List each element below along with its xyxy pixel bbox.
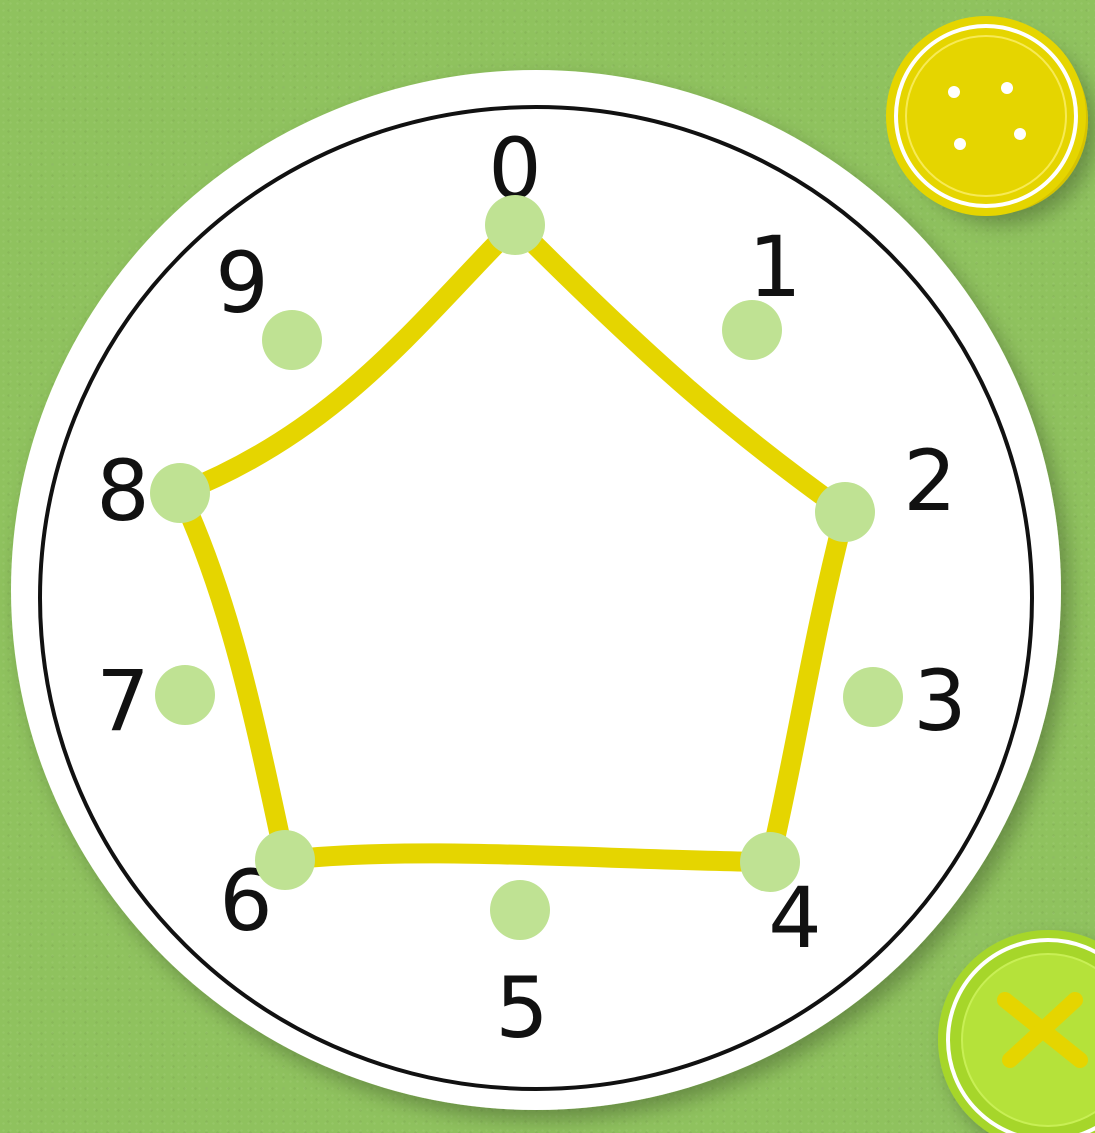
close-button[interactable] <box>938 930 1095 1133</box>
number-label-8: 8 <box>96 442 149 540</box>
peg-3[interactable] <box>843 667 903 727</box>
number-label-9: 9 <box>215 234 268 332</box>
peg-1[interactable] <box>722 300 782 360</box>
number-label-5: 5 <box>495 959 548 1057</box>
number-label-3: 3 <box>913 652 966 750</box>
peg-5[interactable] <box>490 880 550 940</box>
peg-0[interactable] <box>485 195 545 255</box>
number-label-7: 7 <box>96 652 149 750</box>
peg-2[interactable] <box>815 482 875 542</box>
peg-7[interactable] <box>155 665 215 725</box>
peg-9[interactable] <box>262 310 322 370</box>
peg-4[interactable] <box>740 832 800 892</box>
peg-8[interactable] <box>150 463 210 523</box>
number-label-2: 2 <box>903 432 956 530</box>
peg-6[interactable] <box>255 830 315 890</box>
settings-button[interactable] <box>886 16 1088 216</box>
